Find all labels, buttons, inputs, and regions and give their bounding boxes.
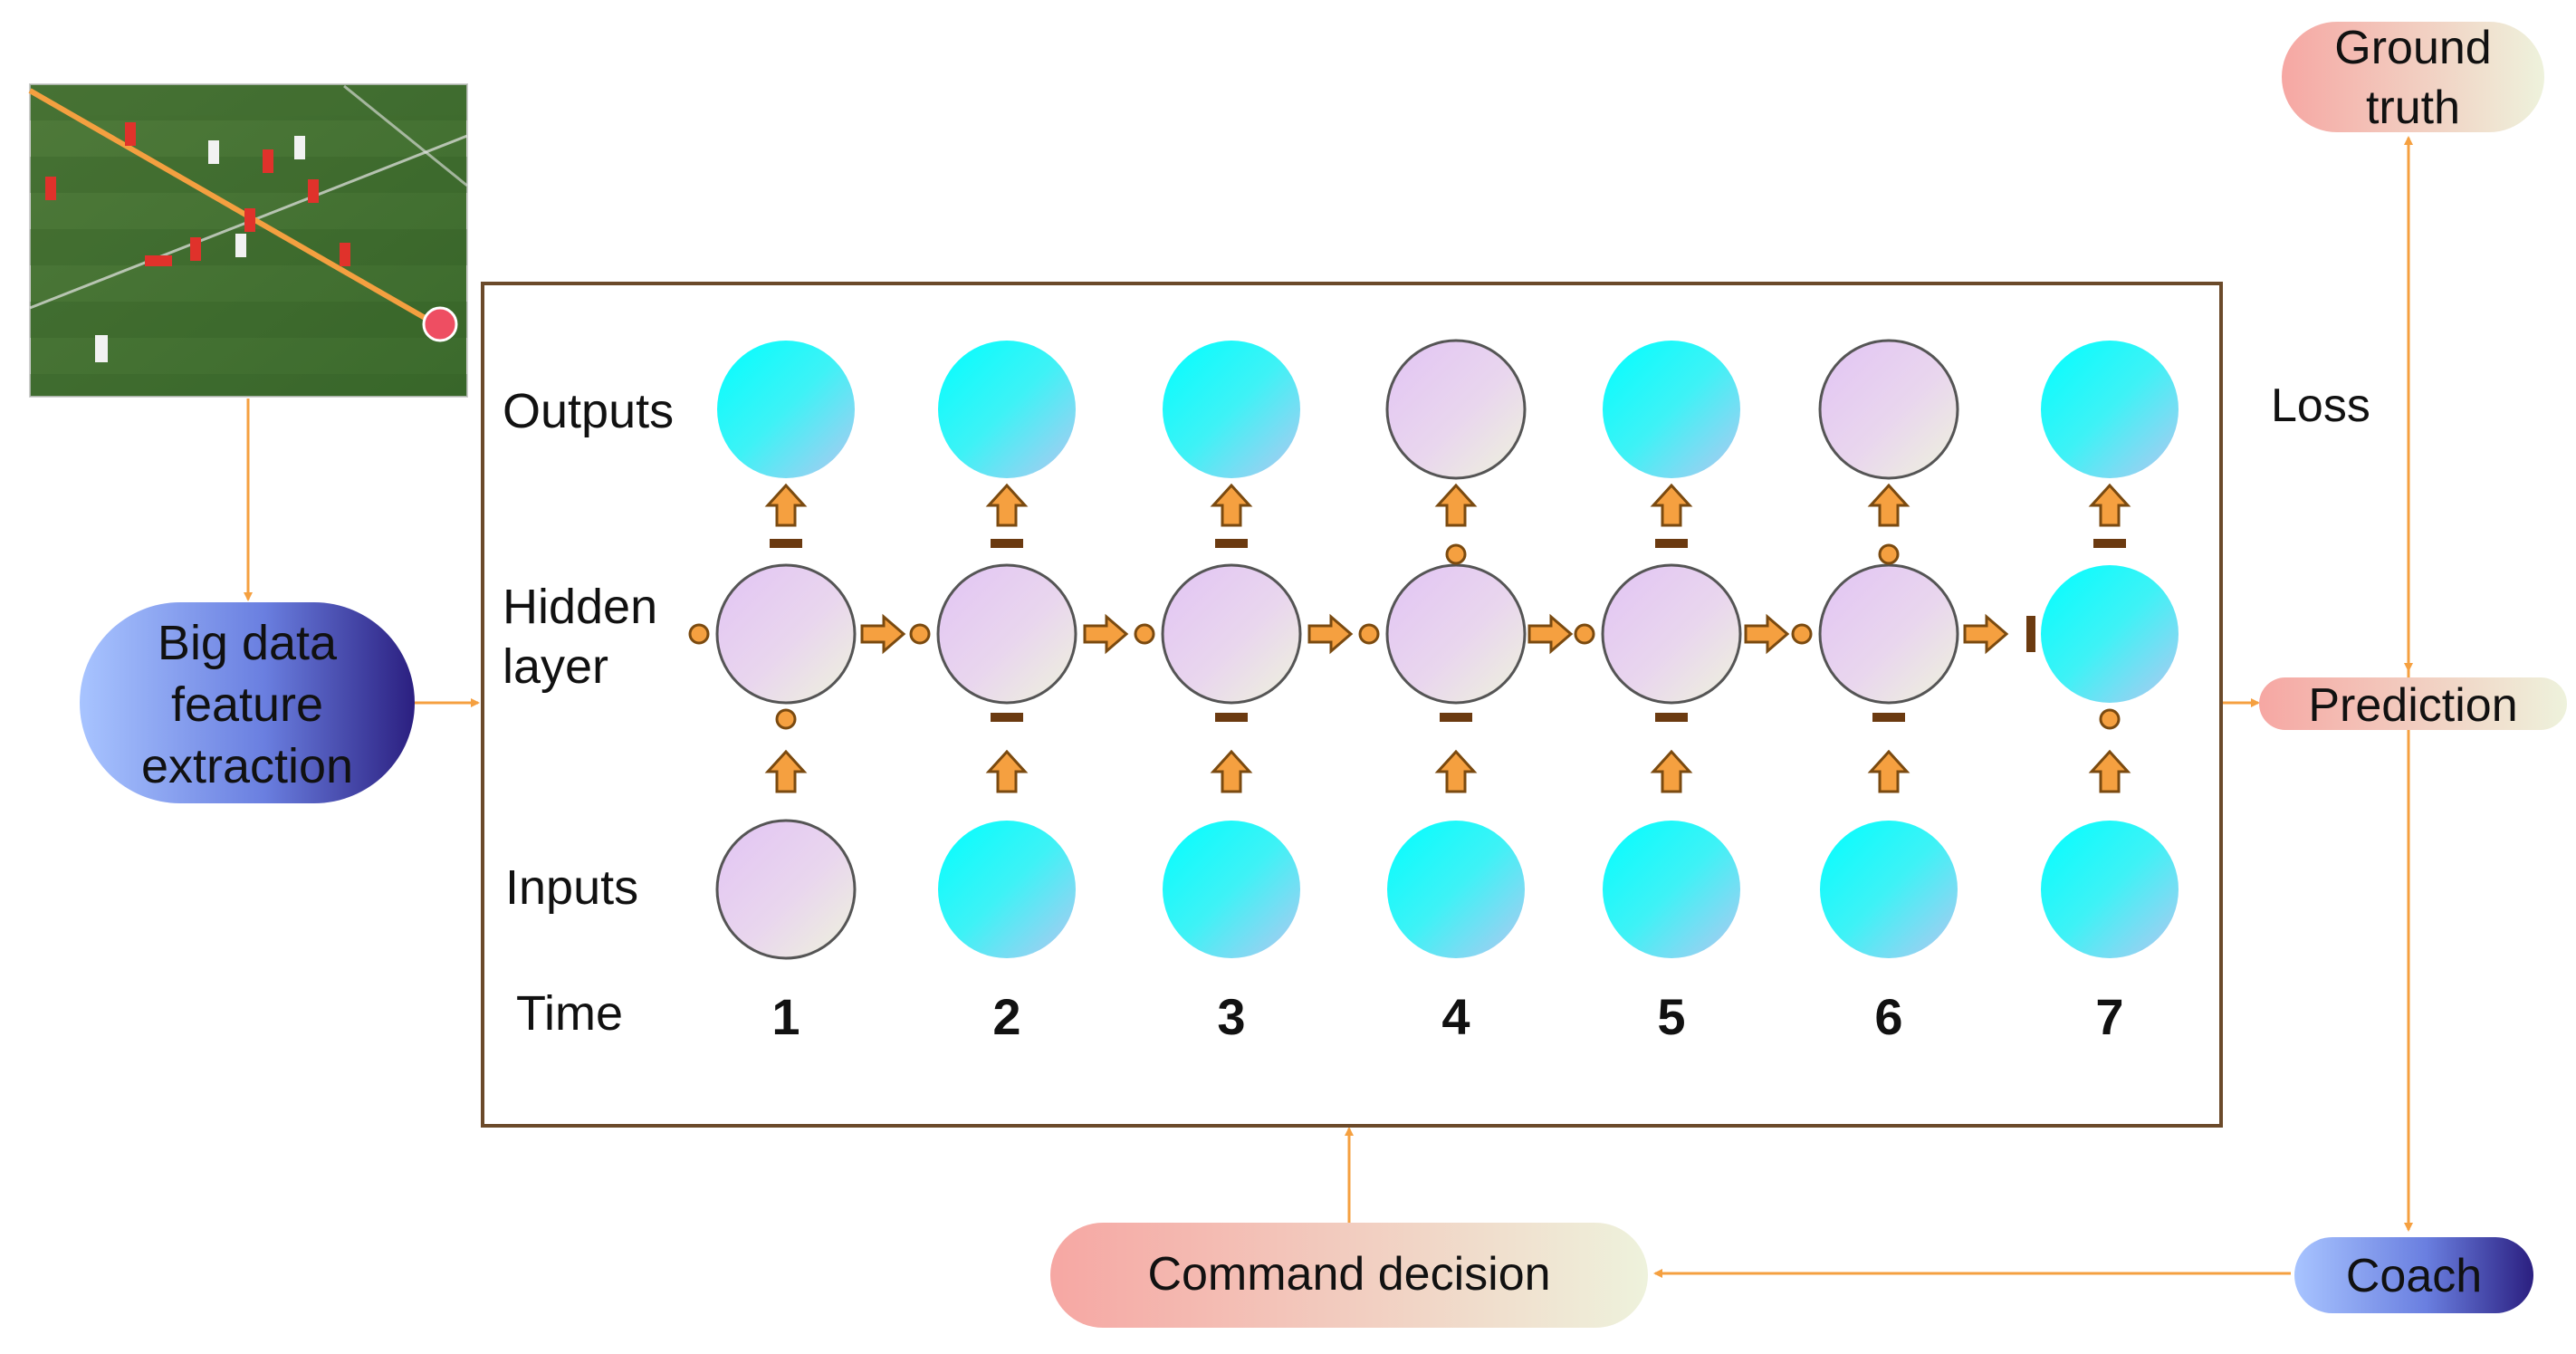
right-arrow-icon <box>860 613 906 655</box>
gate-bar-icon <box>1440 713 1472 722</box>
output-node <box>1818 339 1959 480</box>
hidden-node <box>2041 565 2179 703</box>
time-step-label: 2 <box>992 988 1020 1045</box>
up-arrow-icon <box>1867 749 1910 793</box>
gate-bar-icon <box>770 539 802 548</box>
gate-bar-icon <box>991 713 1023 722</box>
up-arrow-icon <box>2088 483 2131 527</box>
output-node <box>1603 341 1740 478</box>
right-arrow-icon <box>1527 613 1574 655</box>
hidden-node <box>1161 563 1302 705</box>
prediction-pill: Prediction <box>2259 677 2567 732</box>
time-step-label: 5 <box>1657 988 1685 1045</box>
hidden-node <box>936 563 1077 705</box>
input-node <box>1820 821 1958 958</box>
rnn-nodes: 1 2 3 4 5 6 7 <box>688 339 2179 1045</box>
hidden-node <box>1385 563 1527 705</box>
input-node <box>2041 821 2179 958</box>
gate-dot-icon <box>1445 543 1467 565</box>
command-decision-pill: Command decision <box>1050 1223 1648 1328</box>
up-arrow-icon <box>1210 483 1253 527</box>
time-step-label: 4 <box>1441 988 1470 1045</box>
gate-dot-icon <box>1574 623 1595 645</box>
gate-bar-icon <box>2093 539 2126 548</box>
row-label-inputs: Inputs <box>505 860 638 915</box>
gate-bar-icon <box>1655 539 1688 548</box>
input-node <box>1387 821 1525 958</box>
gate-bar-icon <box>2026 616 2035 652</box>
gate-dot-icon <box>1358 623 1380 645</box>
hidden-node <box>1818 563 1959 705</box>
input-node <box>1603 821 1740 958</box>
time-step-label: 6 <box>1874 988 1902 1045</box>
hidden-node <box>1601 563 1742 705</box>
soccer-field-photo <box>28 83 468 398</box>
up-arrow-icon <box>1650 483 1693 527</box>
gate-dot-icon <box>1134 623 1155 645</box>
output-node <box>717 341 855 478</box>
loss-label: Loss <box>2271 379 2370 432</box>
gate-bar-icon <box>1655 713 1688 722</box>
gate-bar-icon <box>1872 713 1905 722</box>
gate-dot-icon <box>775 708 797 730</box>
row-label-time: Time <box>516 986 623 1041</box>
gate-dot-icon <box>1878 543 1900 565</box>
input-node <box>715 819 857 960</box>
up-arrow-icon <box>1867 483 1910 527</box>
up-arrow-icon <box>1210 749 1253 793</box>
output-node <box>1385 339 1527 480</box>
time-step-label: 7 <box>2095 988 2123 1045</box>
up-arrow-icon <box>2088 749 2131 793</box>
gate-dot-icon <box>909 623 931 645</box>
time-step-label: 3 <box>1217 988 1245 1045</box>
up-arrow-icon <box>764 483 808 527</box>
output-node <box>938 341 1076 478</box>
flow-connectors <box>244 136 2413 1278</box>
coach-pill: Coach <box>2294 1237 2533 1313</box>
hidden-node <box>715 563 857 705</box>
time-step-label: 1 <box>771 988 800 1045</box>
gate-bar-icon <box>991 539 1023 548</box>
up-arrow-icon <box>1434 749 1478 793</box>
up-arrow-icon <box>1434 483 1478 527</box>
right-arrow-icon <box>1083 613 1129 655</box>
gate-dot-icon <box>688 623 710 645</box>
gate-bar-icon <box>1215 539 1248 548</box>
up-arrow-icon <box>985 483 1029 527</box>
right-arrow-icon <box>1744 613 1790 655</box>
prediction-label: Prediction <box>2308 679 2517 732</box>
input-node <box>938 821 1076 958</box>
command-decision-label: Command decision <box>1147 1248 1550 1301</box>
row-label-outputs: Outputs <box>503 384 674 438</box>
gate-dot-icon <box>1791 623 1813 645</box>
up-arrow-icon <box>764 749 808 793</box>
right-arrow-icon <box>1307 613 1354 655</box>
right-arrow-icon <box>1963 613 2009 655</box>
gate-dot-icon <box>2099 708 2121 730</box>
up-arrow-icon <box>1650 749 1693 793</box>
up-arrow-icon <box>985 749 1029 793</box>
output-node <box>1163 341 1300 478</box>
output-node <box>2041 341 2179 478</box>
gate-bar-icon <box>1215 713 1248 722</box>
input-node <box>1163 821 1300 958</box>
coach-label: Coach <box>2346 1250 2482 1302</box>
